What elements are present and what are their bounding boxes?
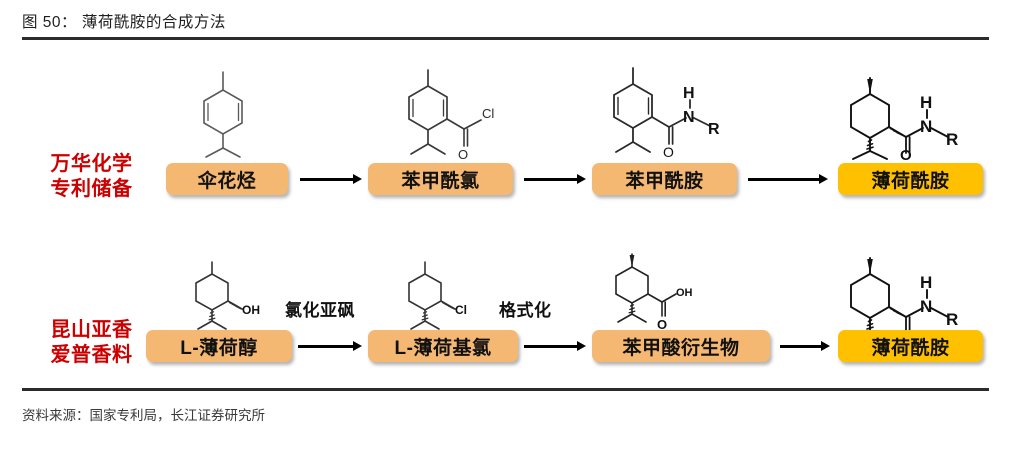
structure-menthyl-amide-row1: H N R O (832, 52, 987, 160)
structure-menthyl-chloride: Cl (393, 252, 513, 330)
atom-label-cl: Cl (482, 106, 494, 121)
structure-p-cymene (178, 56, 298, 160)
atom-label-r: R (946, 130, 958, 149)
process-box-row2-step2[interactable]: L-薄荷基氯 (368, 330, 518, 362)
atom-label-o: O (900, 147, 912, 160)
structure-menthyl-carboxylic-acid: OH O (600, 248, 730, 332)
arrow-caption-row2-2: 格式化 (499, 301, 552, 320)
row-label-line1: 万华化学 (50, 153, 133, 175)
process-box-row1-step3[interactable]: 苯甲酰胺 (592, 163, 737, 195)
process-box-row2-step3[interactable]: 苯甲酸衍生物 (592, 330, 770, 362)
row-label-line1: 昆山亚香 (50, 319, 133, 341)
process-box-row1-step4[interactable]: 薄荷酰胺 (838, 163, 983, 195)
wedge-methyl (867, 79, 873, 94)
process-box-row2-step4[interactable]: 薄荷酰胺 (838, 330, 983, 362)
title-divider (22, 37, 989, 40)
atom-label-o: O (458, 147, 468, 160)
atom-label-o: O (657, 317, 667, 332)
process-box-row1-step2[interactable]: 苯甲酰氯 (368, 163, 513, 195)
atom-label-n: N (920, 117, 932, 136)
atom-label-oh: OH (242, 303, 260, 317)
atom-label-r: R (708, 121, 720, 138)
row-label-wanhua: 万华化学 专利储备 (24, 152, 159, 202)
wedge-methyl (867, 259, 873, 274)
arrow-row1-3 (748, 174, 828, 184)
structure-l-menthol: OH (180, 252, 300, 330)
atom-label-n: N (920, 297, 932, 316)
arrow-row1-2 (524, 174, 586, 184)
atom-label-o: O (663, 144, 674, 160)
atom-label-n: N (683, 109, 695, 126)
structure-menthyl-amide-row2: H N R O (832, 232, 987, 340)
structure-benzamide: H N R O (597, 56, 737, 160)
row-label-yaxiang: 昆山亚香 爱普香料 (24, 318, 159, 368)
arrow-row1-1 (300, 174, 362, 184)
atom-label-cl: Cl (455, 303, 467, 317)
wedge-methyl (629, 255, 635, 267)
arrow-row2-3 (780, 341, 830, 351)
structure-benzoyl-chloride: Cl O (392, 56, 522, 160)
process-box-row2-step1[interactable]: L-薄荷醇 (146, 330, 292, 362)
atom-label-h: H (920, 93, 932, 112)
figure-title: 图 50： 薄荷酰胺的合成方法 (22, 14, 226, 31)
row-label-line2: 专利储备 (50, 178, 133, 200)
atom-label-r: R (946, 310, 958, 329)
row-label-line2: 爱普香料 (50, 344, 133, 366)
atom-label-h: H (683, 85, 695, 102)
atom-label-oh: OH (676, 287, 693, 299)
atom-label-h: H (920, 273, 932, 292)
arrow-row2-2 (524, 341, 586, 351)
arrow-caption-row2-1: 氯化亚砜 (285, 301, 355, 320)
process-box-row1-step1[interactable]: 伞花烃 (166, 163, 288, 195)
arrow-row2-1 (298, 341, 362, 351)
figure-source: 资料来源：国家专利局，长江证券研究所 (22, 408, 265, 423)
footer-divider (22, 388, 989, 391)
